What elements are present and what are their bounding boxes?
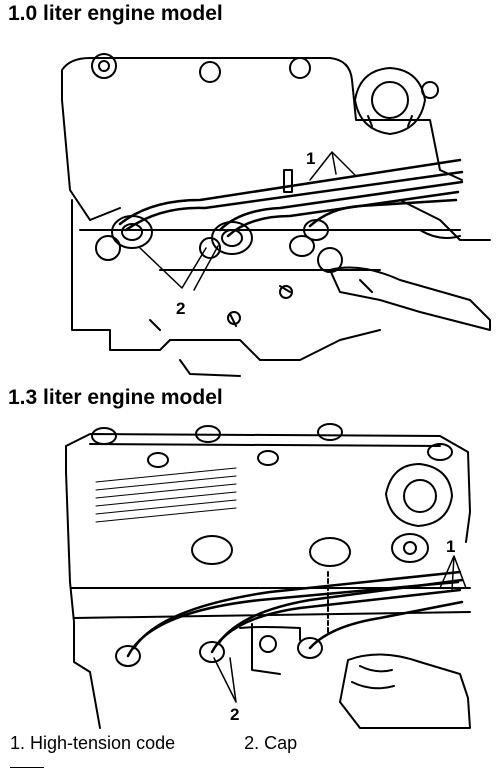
oil-filler-cap-2 (385, 463, 453, 527)
bolt-2 (199, 61, 221, 83)
plug-cap-2-b (199, 641, 225, 663)
bolt-1 (91, 53, 117, 79)
fig2-callout-2: 2 (230, 705, 239, 724)
engine-illustration-1: 1 2 (61, 53, 491, 377)
fig2-callout-1: 1 (446, 537, 455, 556)
valve-cover (61, 57, 463, 181)
figure-1-3-liter-engine: 1 2 (0, 412, 496, 730)
valve-cover-2 (65, 433, 471, 543)
plug-well-2-3 (391, 533, 429, 563)
plug-well-2-2 (309, 537, 351, 567)
fig1-callout-1: 1 (306, 149, 315, 168)
callout-leader-1 (309, 151, 357, 181)
spark-plug-caps-fig2 (115, 637, 323, 667)
bolt-2-4 (427, 443, 453, 461)
bolt-3 (289, 57, 311, 79)
valve-cover-hatching (95, 467, 237, 523)
bolt-2-1 (91, 427, 117, 445)
plug-well-2-1 (191, 535, 233, 565)
plug-cap-2 (211, 221, 253, 255)
callout-leader-2 (139, 245, 219, 291)
heading-1-3-liter-engine: 1.3 liter engine model (8, 386, 223, 409)
plug-cap-2-c (297, 637, 323, 659)
bolt-2-2 (195, 425, 221, 443)
plug-cap-2-a (115, 645, 141, 667)
fig1-callout-2: 2 (176, 299, 185, 318)
legend-item-cap: 2. Cap (244, 733, 298, 753)
figure-1-0-liter-engine: 1 2 (0, 30, 496, 382)
legend: 1. High-tension code 2. Cap (10, 733, 297, 754)
bolt-2-3 (317, 423, 343, 441)
callout-leader-2-1 (439, 555, 467, 591)
footer-rule (10, 767, 44, 768)
hand-illustration-2 (339, 653, 471, 729)
heading-1-0-liter-engine: 1.0 liter engine model (8, 2, 223, 25)
callout-leader-2-2 (213, 657, 237, 703)
hand-illustration (329, 266, 491, 331)
oil-filler-cap (354, 67, 426, 135)
legend-item-high-tension-code: 1. High-tension code (10, 733, 176, 753)
high-tension-cords-fig1 (118, 158, 464, 238)
high-tension-cords-fig2 (126, 570, 464, 658)
engine-illustration-2: 1 2 (65, 423, 471, 729)
